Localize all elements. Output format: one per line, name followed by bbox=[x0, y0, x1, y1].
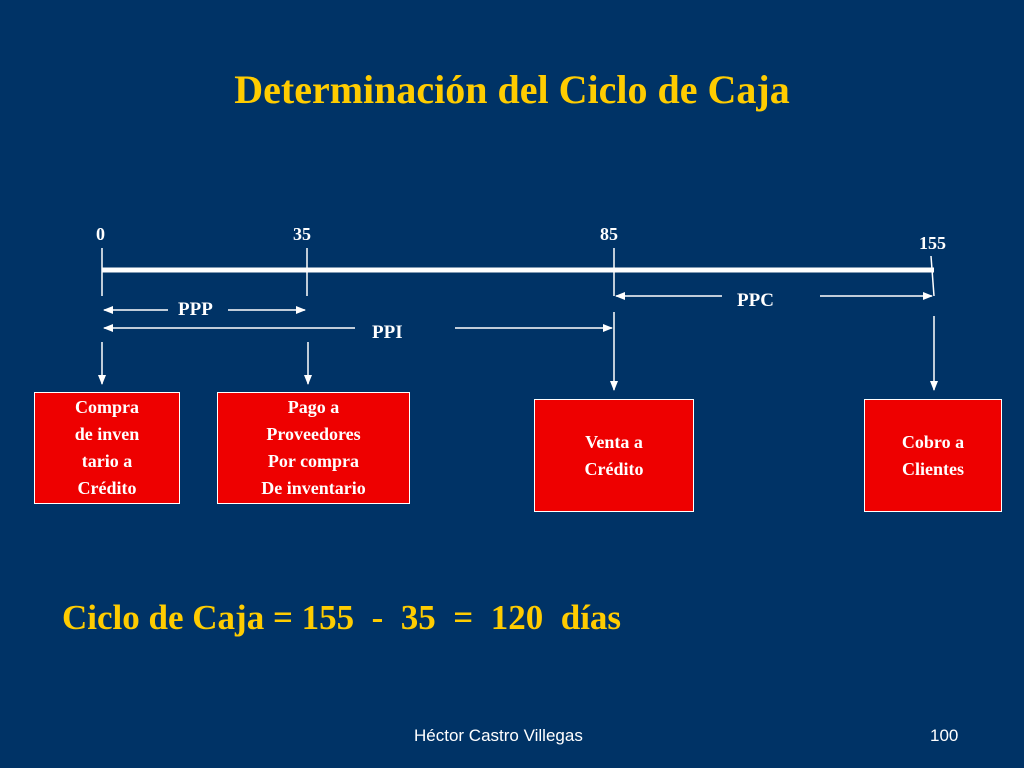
segment-label-ppc: PPC bbox=[737, 290, 774, 311]
footer-page-number: 100 bbox=[930, 726, 959, 745]
segment-label-ppp: PPP bbox=[178, 299, 213, 320]
box-venta-credito: Venta a Crédito bbox=[534, 399, 694, 512]
box-compra-inventario: Compra de inven tario a Crédito bbox=[34, 392, 180, 504]
tick-label-155: 155 bbox=[919, 233, 946, 253]
tick-label-35: 35 bbox=[293, 224, 311, 244]
tick-label-0: 0 bbox=[96, 224, 105, 244]
tick-label-85: 85 bbox=[600, 224, 618, 244]
cash-cycle-formula: Ciclo de Caja = 155 - 35 = 120 días bbox=[62, 598, 622, 637]
box-pago-proveedores: Pago a Proveedores Por compra De inventa… bbox=[217, 392, 410, 504]
footer-author: Héctor Castro Villegas bbox=[414, 726, 583, 745]
slide-title: Determinación del Ciclo de Caja bbox=[234, 67, 790, 112]
box-cobro-clientes: Cobro a Clientes bbox=[864, 399, 1002, 512]
tick-mark-155 bbox=[930, 255, 935, 297]
segment-label-ppi: PPI bbox=[372, 322, 403, 343]
